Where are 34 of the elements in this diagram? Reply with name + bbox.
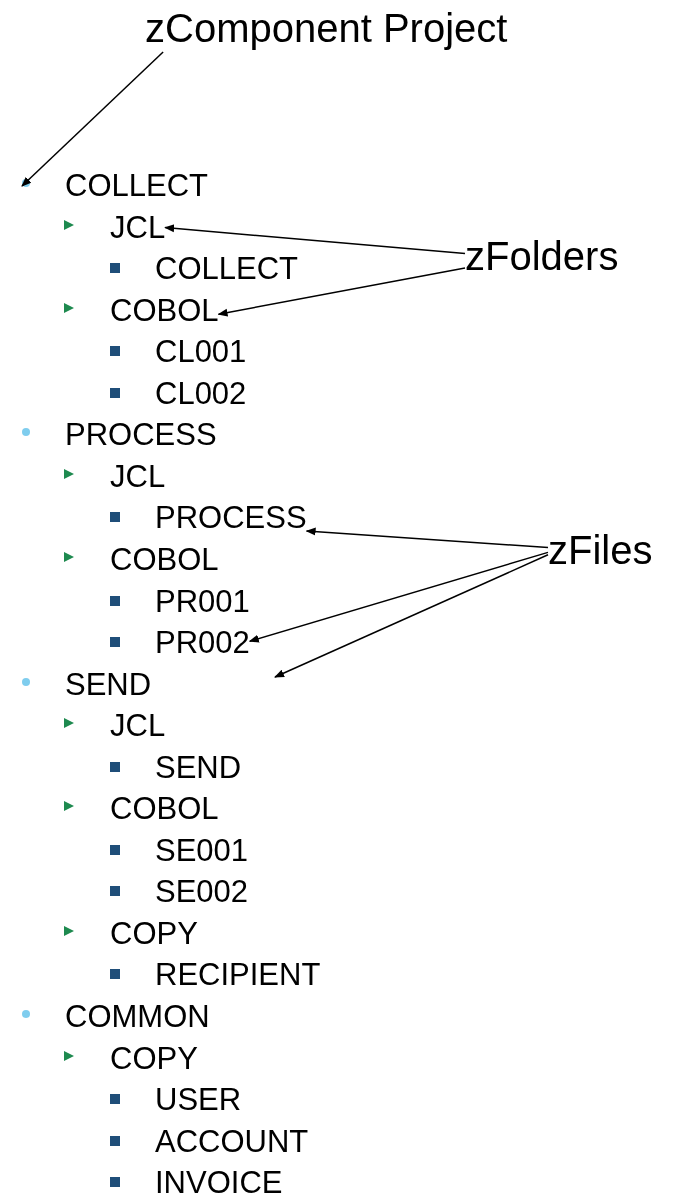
list-item-text: SE002: [155, 874, 249, 911]
list-item-text: JCL: [110, 708, 166, 745]
callout-label: zComponent Project: [145, 4, 508, 52]
list-item-text: PROCESS: [65, 417, 217, 454]
list-item-text: PR002: [155, 625, 250, 662]
list-item-text: COPY: [110, 915, 198, 952]
callout-label: zFiles: [548, 526, 653, 574]
list-item-text: COBOL: [110, 791, 219, 828]
list-item-text: RECIPIENT: [155, 957, 321, 994]
list-item-text: JCL: [110, 458, 166, 495]
list-item-text: CL001: [155, 334, 247, 371]
list-item-text: PROCESS: [155, 500, 307, 537]
arrow: [274, 554, 549, 678]
arrow: [305, 527, 549, 549]
list-item-text: COMMON: [65, 999, 210, 1035]
list-item-text: CL002: [155, 375, 247, 412]
list-item-text: COLLECT: [155, 251, 298, 288]
list-item-text: SE001: [155, 832, 249, 869]
list-item-text: USER: [155, 1082, 242, 1119]
list-item-text: COBOL: [110, 292, 219, 329]
arrow: [164, 224, 466, 255]
list-item-text: COPY: [110, 1040, 198, 1077]
list-item-text: SEND: [65, 666, 152, 703]
arrow: [21, 51, 164, 187]
list-item-text: COBOL: [110, 541, 219, 578]
callout-label: zFolders: [465, 232, 619, 280]
arrow: [217, 267, 466, 317]
list-item-text: SEND: [155, 749, 242, 786]
arrow: [248, 551, 549, 643]
list-item-text: COLLECT: [65, 168, 208, 204]
list-item-text: PR001: [155, 583, 250, 620]
list-item-text: JCL: [110, 209, 166, 246]
list-item-text: INVOICE: [155, 1165, 283, 1198]
list-item-text: ACCOUNT: [155, 1123, 309, 1160]
